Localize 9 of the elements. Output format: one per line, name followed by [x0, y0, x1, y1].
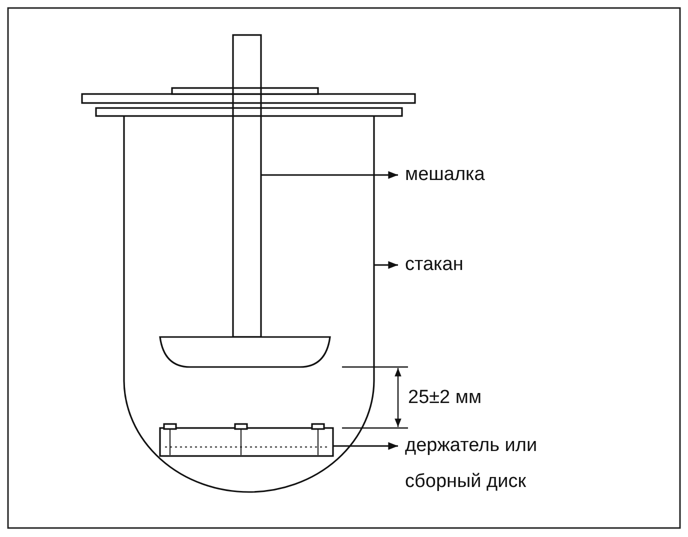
leader-arrow [374, 261, 398, 269]
part-label: стакан [405, 247, 635, 283]
part-label: мешалка [405, 157, 635, 193]
part-label: держатель или сборный диск [405, 428, 570, 500]
leader-arrow [333, 442, 398, 450]
dimension-label: 25±2 мм [408, 386, 482, 410]
holder-drawing [159, 423, 334, 457]
leader-arrow [261, 171, 398, 179]
stirrer-drawing [159, 34, 331, 368]
